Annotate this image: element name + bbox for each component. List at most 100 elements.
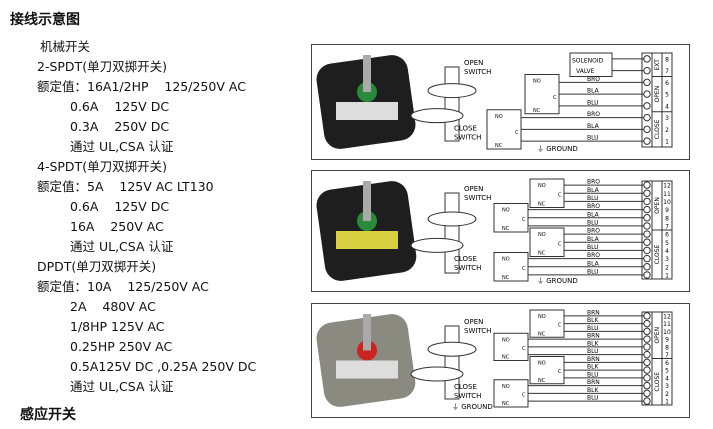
terminal-number: 2	[665, 391, 669, 398]
terminal-screw-icon	[643, 397, 651, 405]
spec-line: 机械开关	[40, 39, 91, 54]
terminal-screw-icon	[643, 343, 651, 351]
terminal-number: 3	[665, 383, 669, 390]
wire-color-label: BLU	[587, 348, 599, 355]
nc-label: NC	[502, 401, 510, 407]
terminal-screw-icon	[643, 263, 651, 271]
terminal-number: 4	[665, 248, 669, 255]
spec-line: 0.6A 125V DC	[70, 199, 170, 214]
terminal-screw-icon	[643, 312, 651, 320]
wire-color-label: BRO	[587, 252, 600, 259]
terminal-group-label: OPEN	[654, 327, 661, 344]
wire-color-label: BRO	[587, 111, 600, 118]
nc-label: NC	[538, 378, 546, 384]
spec-line: 通过 UL,CSA 认证	[70, 379, 174, 394]
switch-label: SWITCH	[464, 327, 491, 335]
terminal-screw-icon	[643, 319, 651, 328]
close-cam-icon	[410, 237, 464, 253]
wire-color-label: BLA	[587, 187, 600, 194]
switch-label: SWITCH	[454, 392, 481, 400]
terminal-screw-icon	[643, 189, 651, 197]
wire-color-label: BLU	[587, 99, 599, 106]
nc-label: NC	[538, 202, 546, 208]
open-cam-icon	[427, 211, 477, 227]
spec-line: 通过 UL,CSA 认证	[70, 139, 174, 154]
terminal-screw-icon	[643, 125, 651, 134]
c-label: C	[515, 130, 519, 136]
open-label: OPEN	[464, 59, 483, 67]
terminal-screw-icon	[643, 254, 651, 263]
no-label: NO	[538, 361, 546, 367]
no-label: NO	[538, 232, 546, 238]
terminal-screw-icon	[643, 78, 651, 87]
terminal-group-label: EXT	[654, 59, 661, 71]
terminal-screw-icon	[643, 374, 651, 382]
terminal-screw-icon	[643, 238, 651, 246]
switch-box	[493, 379, 529, 408]
terminal-number: 8	[665, 56, 669, 63]
wire-color-label: BLK	[587, 387, 599, 394]
switch-box	[493, 252, 529, 282]
c-label: C	[558, 323, 562, 329]
terminal-number: 8	[665, 344, 669, 351]
spec-line: 1/8HP 125V AC	[70, 319, 165, 334]
wire-color-label: BLA	[587, 260, 600, 267]
wire-color-label: BLU	[587, 219, 599, 226]
switch-box	[486, 109, 522, 150]
page-title: 接线示意图	[10, 12, 80, 28]
solenoid-valve-box	[569, 52, 613, 77]
wire-color-label: BRO	[587, 203, 600, 210]
terminal-group-label: OPEN	[654, 86, 661, 103]
wire-color-label: BRN	[587, 379, 600, 386]
shaft-photo	[363, 55, 371, 92]
spec-line: 0.3A 250V DC	[70, 119, 170, 134]
terminal-number: 7	[665, 68, 669, 75]
terminal-number: 7	[665, 223, 669, 230]
terminal-screw-icon	[643, 102, 651, 110]
spec-line: 额定值：10A 125/250V AC	[37, 279, 209, 294]
terminal-number: 6	[665, 232, 669, 239]
terminal-screw-icon	[643, 137, 651, 145]
ground-label: ⏚ GROUND	[537, 277, 578, 285]
terminal-number: 4	[665, 375, 669, 382]
terminal-number: 5	[665, 240, 669, 247]
c-label: C	[522, 217, 526, 223]
terminal-number: 6	[665, 360, 669, 367]
close-label: CLOSE	[454, 383, 477, 391]
c-label: C	[522, 392, 526, 398]
switch-label: SWITCH	[464, 194, 491, 202]
shaft-photo	[363, 181, 371, 221]
wire-color-label: BLU	[587, 135, 599, 142]
terminal-number: 8	[665, 215, 669, 222]
spec-line: 额定值：16A1/2HP 125/250V AC	[37, 79, 246, 94]
nc-label: NC	[495, 143, 503, 149]
spec-line: 通过 UL,CSA 认证	[70, 239, 174, 254]
terminal-number: 9	[665, 337, 669, 344]
no-label: NO	[538, 314, 546, 320]
switch-box	[529, 356, 565, 385]
wire-color-label: BRO	[587, 228, 600, 235]
wire-color-label: BLK	[587, 364, 599, 371]
nc-label: NC	[533, 108, 541, 114]
wire-color-label: BRO	[587, 76, 600, 83]
wire-color-label: BLU	[587, 268, 599, 275]
wire-color-label: BLA	[587, 211, 600, 218]
close-label: CLOSE	[454, 125, 477, 133]
spec-line: 2A 480V AC	[70, 299, 156, 314]
no-label: NO	[502, 384, 510, 390]
terminal-number: 7	[665, 352, 669, 359]
terminal-group-label: CLOSE	[654, 119, 661, 139]
close-label: CLOSE	[454, 255, 477, 263]
wire-color-label: BLU	[587, 371, 599, 378]
terminal-screw-icon	[643, 358, 651, 367]
terminal-strip-photo	[336, 231, 398, 249]
terminal-number: 5	[665, 368, 669, 375]
spec-line: 0.5A125V DC ,0.25A 250V DC	[70, 359, 257, 374]
terminal-screw-icon	[643, 197, 651, 206]
no-label: NO	[538, 183, 546, 189]
spec-line: 4-SPDT(单刀双掷开关)	[37, 159, 167, 174]
terminal-number: 5	[665, 92, 669, 99]
no-label: NO	[495, 114, 503, 120]
terminal-number: 2	[665, 264, 669, 271]
